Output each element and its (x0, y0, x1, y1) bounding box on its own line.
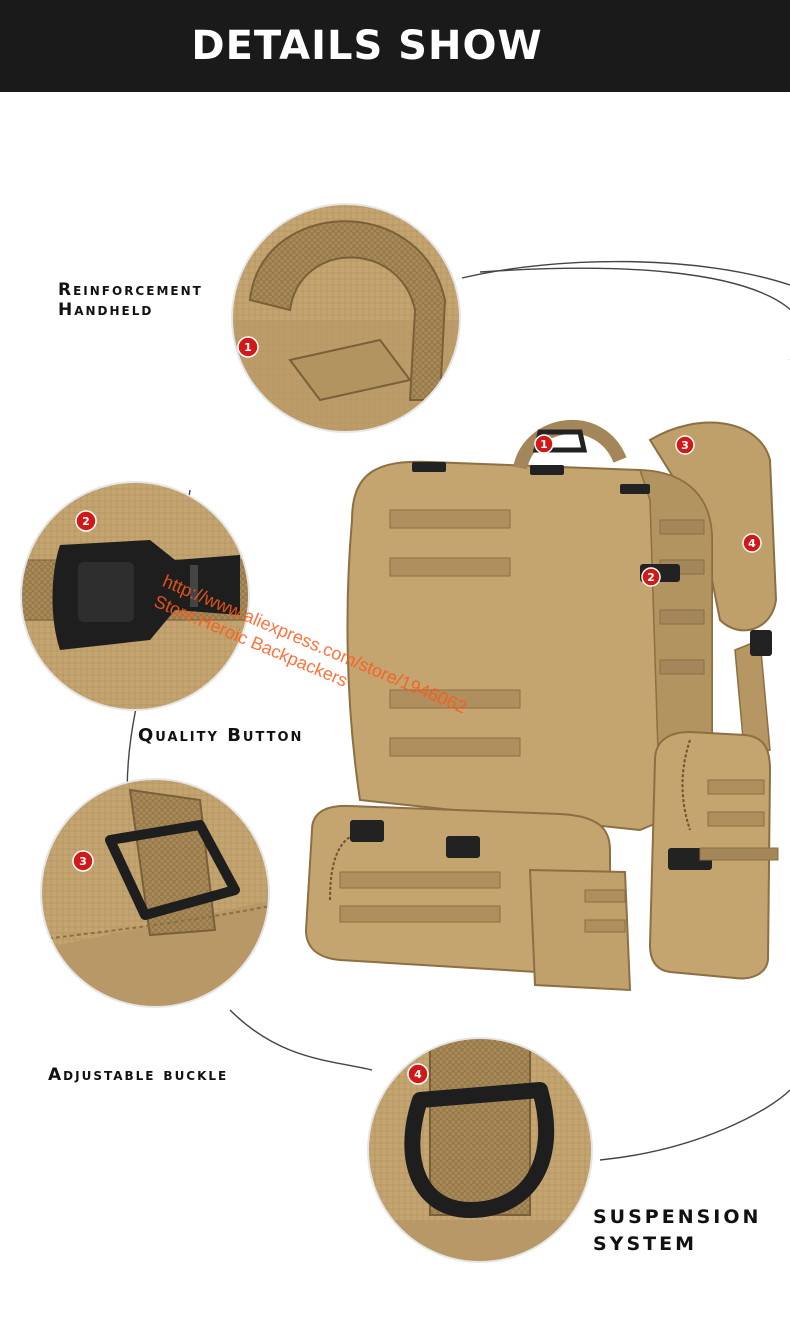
feature-label-reinforcement: Reinforcement Handheld (58, 280, 203, 320)
header-bar: DETAILS SHOW (0, 0, 790, 92)
svg-text:1: 1 (540, 438, 548, 451)
shoulder-strap (648, 421, 778, 632)
detail-circle-button (21, 482, 249, 710)
svg-text:4: 4 (414, 1068, 422, 1081)
feature-label-quality-button: Quality Button (138, 726, 303, 746)
feature-label-line: SYSTEM (593, 1233, 697, 1255)
svg-text:2: 2 (82, 515, 90, 528)
feature-label-line: SUSPENSION (593, 1206, 762, 1228)
backpack-main (304, 420, 779, 992)
svg-text:3: 3 (79, 855, 87, 868)
feature-label-suspension: SUSPENSION SYSTEM (593, 1204, 761, 1258)
connecting-arc-top (461, 260, 790, 286)
svg-text:4: 4 (748, 537, 756, 550)
badge-1-detail: 1 (237, 336, 259, 358)
feature-label-adjustable-buckle: Adjustable buckle (48, 1065, 228, 1085)
badge-1-main: 1 (534, 434, 554, 454)
badge-3-detail: 3 (72, 850, 94, 872)
detail-circle-buckle (41, 779, 269, 1007)
badge-2-detail: 2 (75, 510, 97, 532)
badge-2-main: 2 (641, 567, 661, 587)
badge-3-main: 3 (675, 435, 695, 455)
badge-4-detail: 4 (407, 1063, 429, 1085)
feature-label-line: Quality Button (138, 725, 304, 746)
svg-text:1: 1 (244, 341, 252, 354)
feature-label-line: Adjustable buckle (48, 1065, 229, 1085)
badge-4-main: 4 (742, 533, 762, 553)
svg-text:3: 3 (681, 439, 689, 452)
feature-label-line: Handheld (58, 300, 154, 320)
detail-circle-handle (232, 204, 460, 432)
feature-label-line: Reinforcement (58, 280, 203, 300)
svg-text:2: 2 (647, 571, 655, 584)
page-title: DETAILS SHOW (191, 23, 543, 69)
